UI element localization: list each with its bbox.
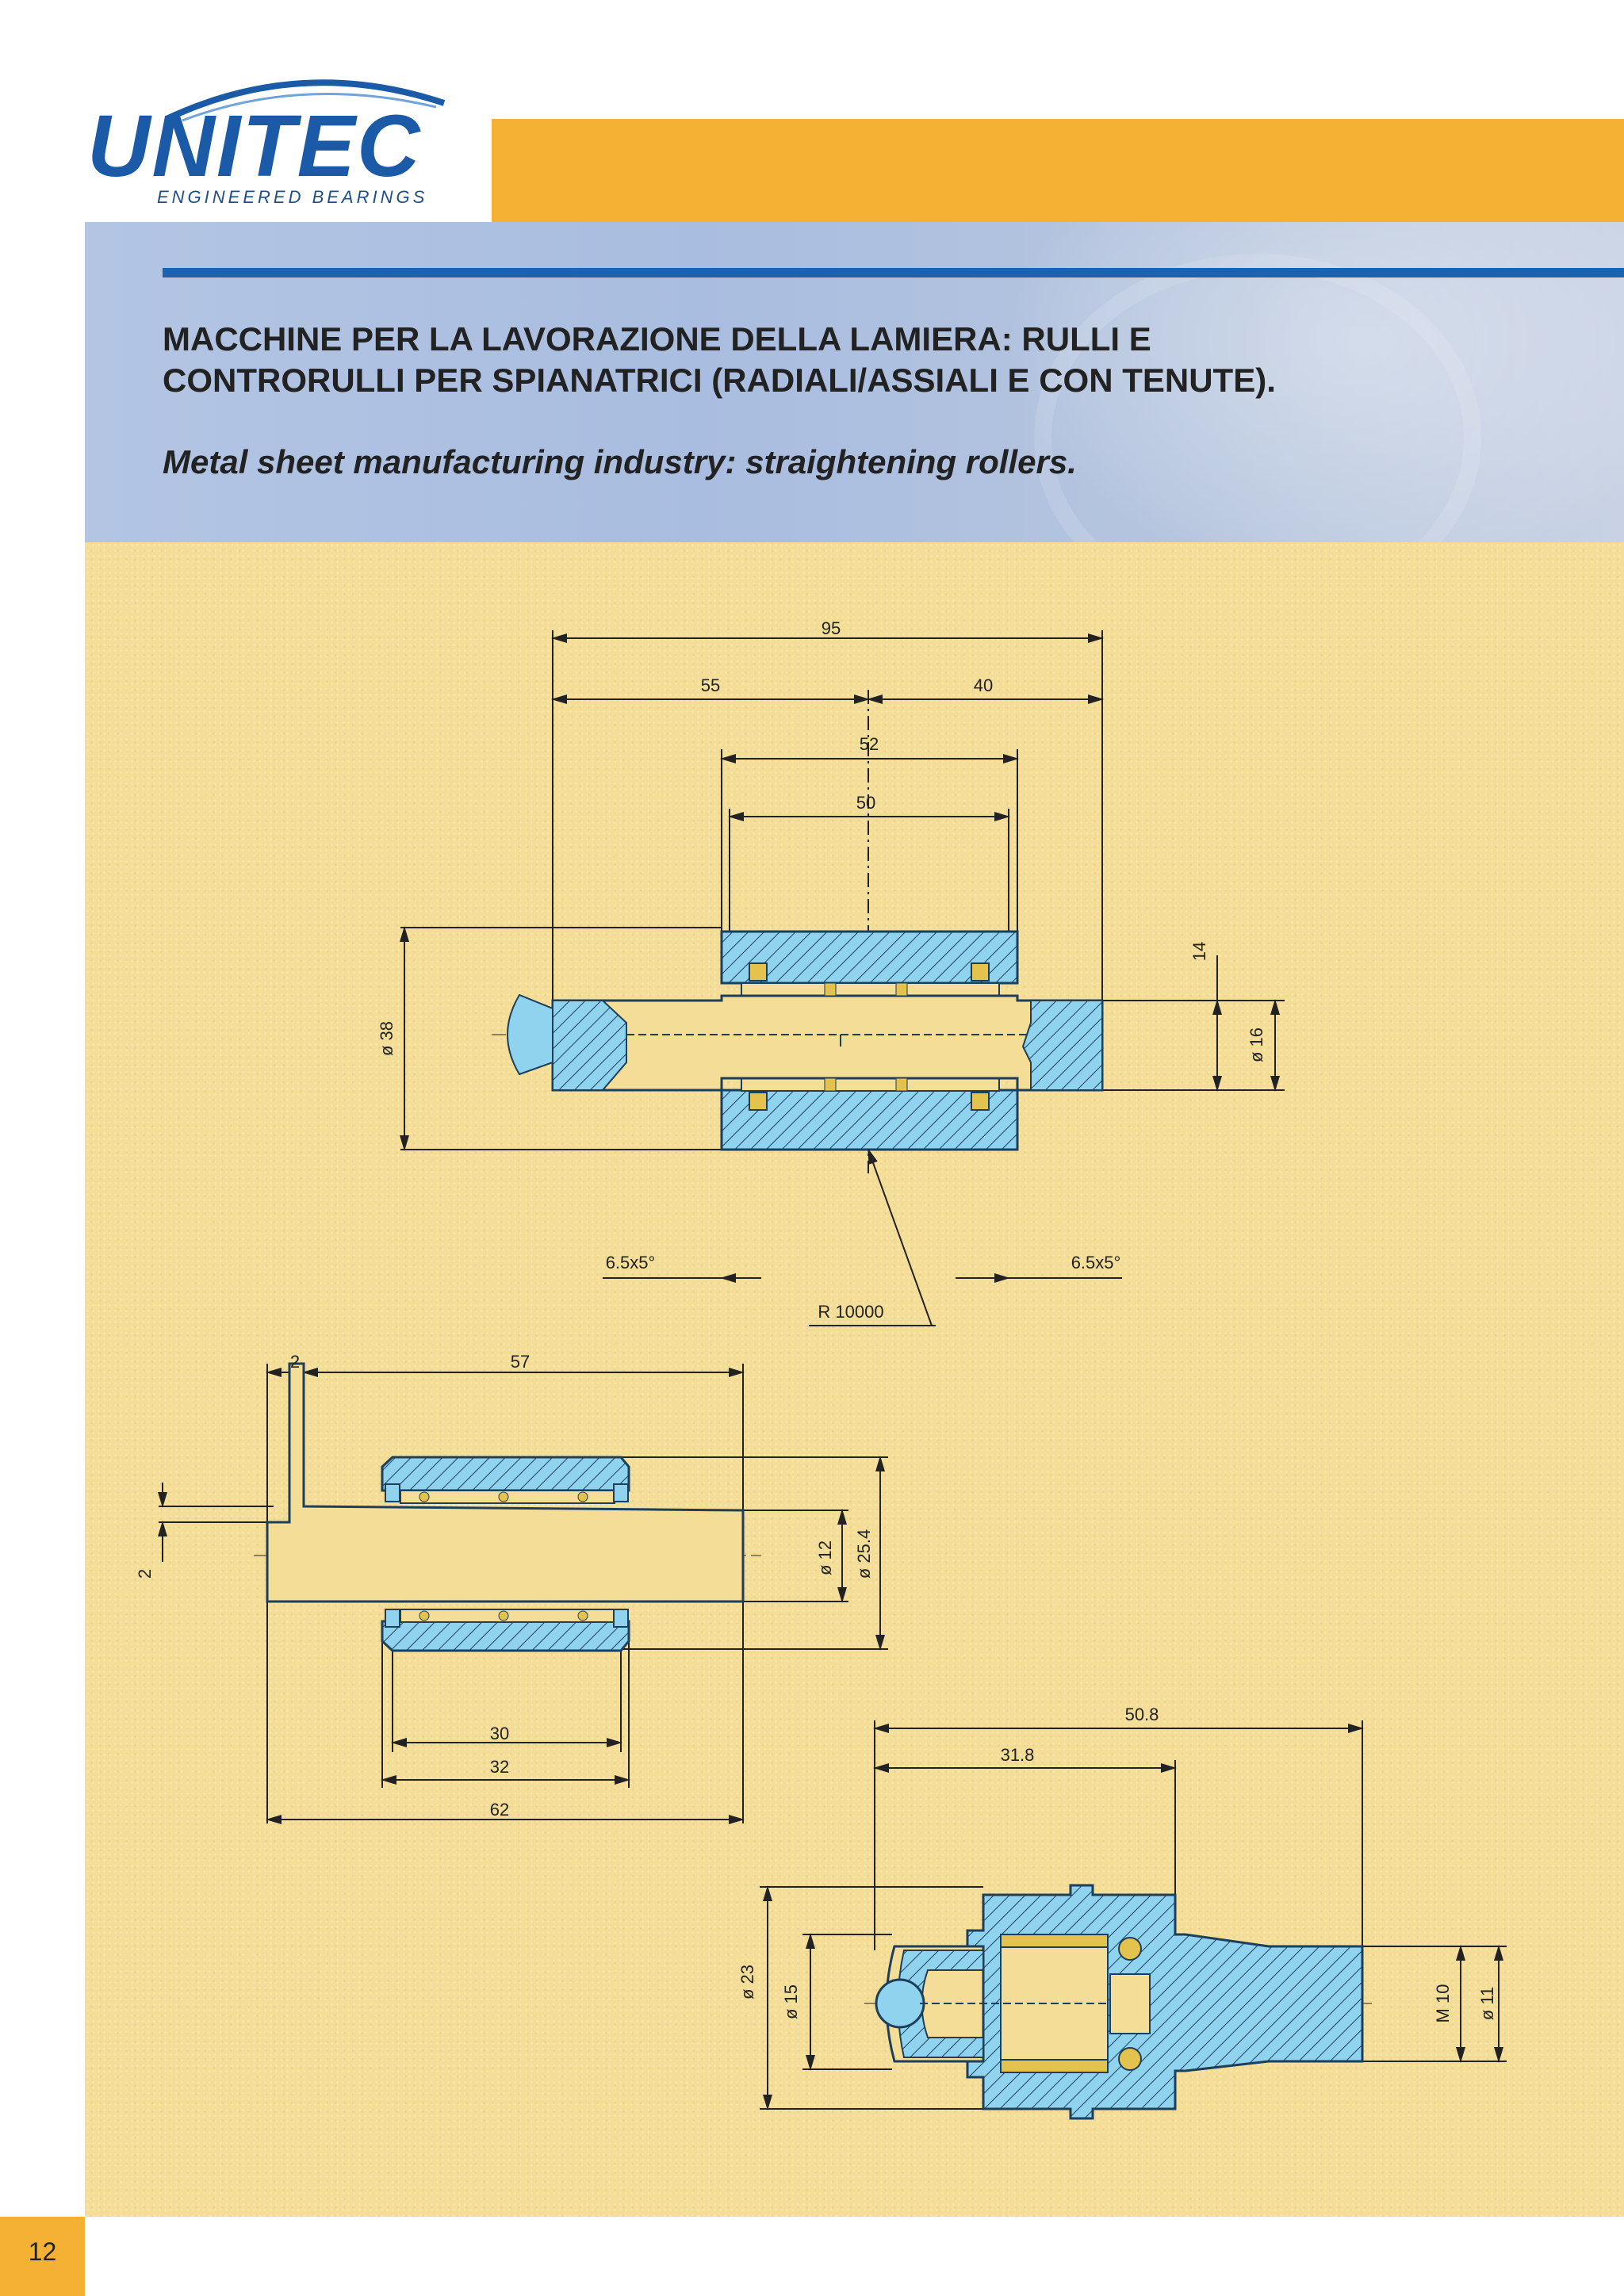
dim-diameter-16: ø 16 [1247, 1027, 1266, 1062]
logo-wordmark: UNITEC [87, 98, 422, 195]
page-title-line-2: CONTRORULLI PER SPIANATRICI (RADIALI/ASS… [163, 362, 1276, 399]
dim-diameter-15: ø 15 [781, 1984, 801, 2019]
unitec-logo: UNITEC ENGINEERED BEARINGS [79, 71, 460, 214]
logo-tagline: ENGINEERED BEARINGS [157, 187, 428, 207]
dim-2-side: 2 [135, 1569, 155, 1578]
dim-55: 55 [701, 675, 720, 695]
dim-diameter-25-4: ø 25.4 [854, 1529, 874, 1578]
dim-14: 14 [1189, 942, 1209, 961]
dim-62: 62 [490, 1800, 509, 1820]
drawing-3-part-body [875, 1884, 1364, 2120]
drawing-3-radial-roller [760, 1720, 1507, 2110]
header-rule [163, 268, 1624, 277]
dim-95: 95 [822, 618, 841, 638]
dim-30: 30 [490, 1724, 509, 1743]
dim-thread-m10: M 10 [1433, 1984, 1453, 2023]
page-number-tab [0, 2217, 85, 2296]
dim-31-8: 31.8 [1001, 1745, 1035, 1765]
page-number: 12 [28, 2237, 57, 2266]
dim-chamfer-left: 6.5x5° [606, 1253, 656, 1272]
dim-radius: R 10000 [818, 1302, 883, 1322]
dim-diameter-12: ø 12 [815, 1540, 835, 1575]
logo-swoosh-icon [165, 79, 446, 122]
page-title-line-1: MACCHINE PER LA LAVORAZIONE DELLA LAMIER… [163, 320, 1151, 358]
drawing-1-part-body [507, 930, 1104, 1151]
dim-50: 50 [856, 793, 875, 813]
dim-57: 57 [511, 1352, 530, 1372]
page-title: MACCHINE PER LA LAVORAZIONE DELLA LAMIER… [163, 319, 1276, 401]
dim-2-top: 2 [290, 1352, 300, 1372]
dim-chamfer-right: 6.5x5° [1071, 1253, 1121, 1272]
dim-diameter-11: ø 11 [1477, 1987, 1497, 2020]
drawing-2-part-body [266, 1362, 745, 1652]
dim-32: 32 [490, 1757, 509, 1777]
dim-50-8: 50.8 [1125, 1705, 1159, 1724]
dim-40: 40 [974, 675, 993, 695]
dim-diameter-38: ø 38 [377, 1021, 396, 1056]
dim-diameter-23: ø 23 [737, 1965, 757, 1999]
header-orange-bar [492, 119, 1624, 222]
drawing-1-leaders [603, 1148, 1122, 1326]
page-subtitle: Metal sheet manufacturing industry: stra… [163, 443, 1077, 480]
drawing-sheet [85, 542, 1624, 2217]
dim-52: 52 [860, 734, 879, 754]
